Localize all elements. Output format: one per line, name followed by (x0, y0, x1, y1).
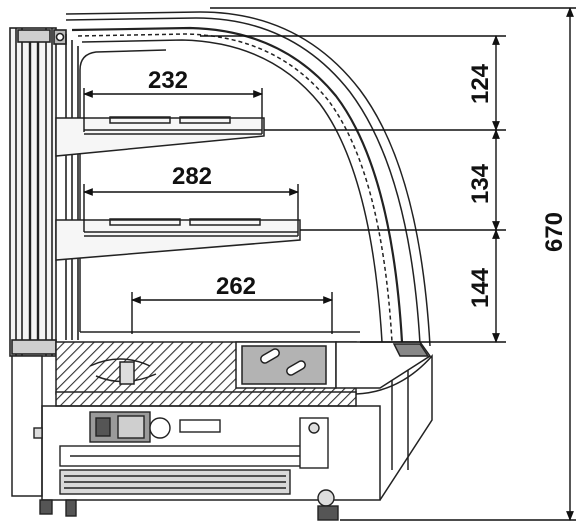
dim-label-shelf-top: 232 (148, 67, 188, 94)
curved-glass-front (65, 11, 431, 347)
dim-label-gap-top: 124 (467, 63, 494, 104)
dimension-lines (83, 7, 576, 521)
dim-label-shelf-middle: 282 (172, 163, 212, 190)
base-unit (11, 341, 433, 501)
dim-label-gap-bottom: 144 (467, 267, 494, 308)
dim-label-shelf-bottom: 262 (216, 273, 256, 300)
compressor-assembly (33, 411, 335, 507)
dim-label-total-height: 670 (541, 212, 568, 252)
shelf-top (55, 110, 265, 157)
shelf-middle (55, 208, 301, 261)
dim-label-gap-middle: 134 (467, 163, 494, 204)
cabinet-frame (9, 27, 79, 357)
feet (39, 499, 339, 521)
